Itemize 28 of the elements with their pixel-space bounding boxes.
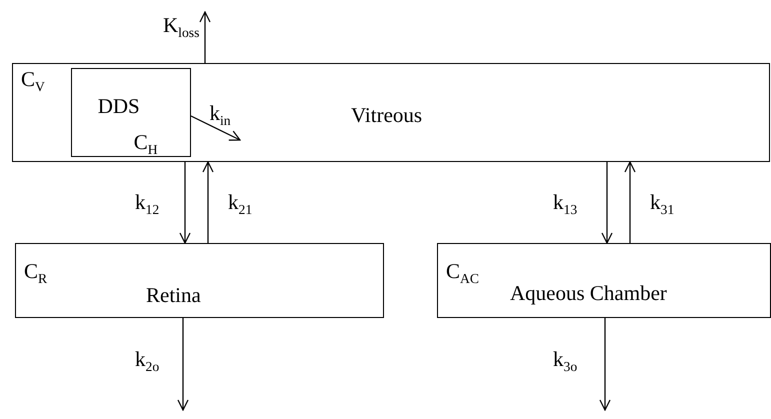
rate-constant-label: k$_{12}$	[135, 190, 160, 217]
rate-constant-label: K$_{loss}$	[163, 14, 200, 40]
device-label: DDS	[98, 94, 140, 118]
compartment-symbol: C$_{R}$	[24, 260, 48, 286]
compartment-label: Retina	[146, 284, 201, 308]
compartment-label: Vitreous	[351, 104, 422, 128]
arrow	[190, 115, 241, 141]
rate-constant-label: k$_{in}$	[210, 102, 231, 128]
arrow	[599, 318, 611, 411]
compartment-box	[437, 243, 771, 318]
compartment-symbol: C$_{V}$	[21, 68, 45, 94]
compartment-symbol: C$_{AC}$	[446, 260, 479, 286]
compartment-box	[15, 243, 384, 318]
rate-constant-label: k$_{13}$	[553, 190, 578, 217]
compartment-label: Aqueous Chamber	[510, 282, 667, 306]
compartment-symbol: C$_{H}$	[134, 130, 158, 157]
rate-constant-label: k$_{31}$	[650, 190, 674, 217]
rate-constant-label: k$_{3o}$	[553, 348, 578, 374]
device-box	[70, 68, 191, 157]
rate-constant-label: k$_{2o}$	[135, 348, 160, 374]
compartment-box	[12, 63, 770, 162]
arrow	[601, 162, 613, 244]
arrow	[179, 162, 191, 244]
arrow	[624, 161, 636, 243]
arrow	[202, 161, 214, 243]
arrow	[199, 11, 211, 63]
arrow	[177, 318, 189, 411]
rate-constant-label: k$_{21}$	[228, 190, 252, 217]
